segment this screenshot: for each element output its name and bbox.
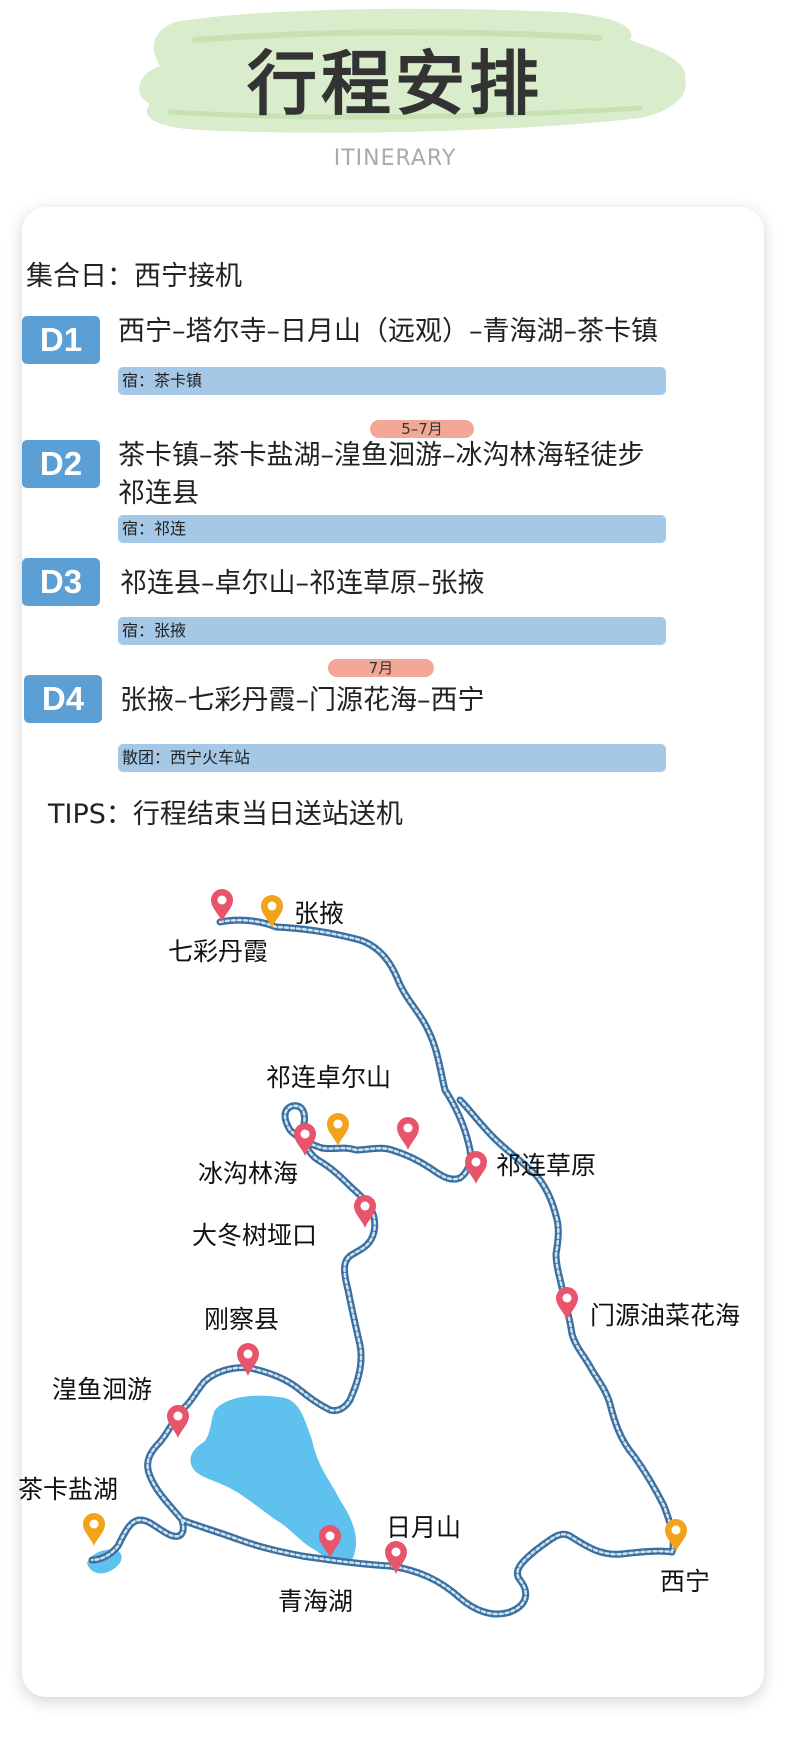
season-pill-d2: 5–7月 — [370, 420, 474, 438]
day-route-d2-line2: 祁连县 — [118, 478, 199, 509]
map-pin-xining — [665, 1519, 687, 1552]
map-pin-qilian-grassland — [465, 1151, 487, 1184]
route-line-inner — [90, 918, 675, 1616]
gather-day-text: 集合日：西宁接机 — [26, 261, 242, 292]
itinerary-card — [22, 207, 764, 1697]
day-route-d4: 张掖–七彩丹霞–门源花海–西宁 — [120, 685, 485, 716]
map-pin-chaka — [83, 1513, 105, 1546]
qinghai-lake-shape — [190, 1395, 357, 1563]
map-pin-menyuan — [556, 1287, 578, 1320]
stay-bar-d4: 散团：西宁火车站 — [118, 744, 666, 772]
stay-bar-d1: 宿：茶卡镇 — [118, 367, 666, 395]
map-label-huangyu: 湟鱼洄游 — [52, 1375, 152, 1404]
page-subtitle: ITINERARY — [333, 146, 457, 171]
map-pin-danxia — [211, 889, 233, 922]
day-badge-d2: D2 — [22, 440, 100, 488]
route-map: 张掖 七彩丹霞 祁连卓尔山 冰沟林海 祁连草原 大冬树垭口 门源油菜花海 刚察县… — [18, 889, 740, 1618]
day-route-d1: 西宁–塔尔寺–日月山（远观）–青海湖–茶卡镇 — [118, 316, 658, 347]
map-label-dadongshu: 大冬树垭口 — [192, 1221, 317, 1250]
map-label-xining: 西宁 — [660, 1567, 710, 1596]
brush-stroke-decoration — [139, 8, 686, 133]
route-line — [88, 916, 677, 1618]
day-badge-d4: D4 — [24, 675, 102, 723]
map-label-danxia: 七彩丹霞 — [168, 937, 268, 966]
stay-bar-d2: 宿：祁连 — [118, 515, 666, 543]
header: 行程安排 ITINERARY — [0, 0, 790, 200]
map-label-qilian-grassland: 祁连草原 — [496, 1151, 596, 1180]
tips-text: TIPS：行程结束当日送站送机 — [48, 799, 403, 830]
day-badge-d1: D1 — [22, 316, 100, 364]
map-pin-zhuoershan-orange — [327, 1113, 349, 1146]
map-label-binggou: 冰沟林海 — [198, 1159, 298, 1188]
map-label-zhangye: 张掖 — [294, 899, 344, 928]
map-label-menyuan: 门源油菜花海 — [590, 1301, 740, 1330]
map-label-chaka: 茶卡盐湖 — [18, 1475, 118, 1504]
stay-bar-d3: 宿：张掖 — [118, 617, 666, 645]
day-route-d2: 茶卡镇–茶卡盐湖–湟鱼洄游–冰沟林海轻徒步 — [118, 440, 645, 471]
map-label-gangcha: 刚察县 — [204, 1305, 279, 1334]
map-label-riyueshan: 日月山 — [386, 1513, 461, 1542]
map-pin-zhuoershan-red — [397, 1117, 419, 1150]
page-title: 行程安排 — [247, 43, 543, 125]
day-badge-d3: D3 — [22, 558, 100, 606]
map-label-zhuoershan: 祁连卓尔山 — [266, 1063, 391, 1092]
day-route-d3: 祁连县–卓尔山–祁连草原–张掖 — [120, 568, 485, 599]
map-label-qinghaihu: 青海湖 — [278, 1587, 353, 1616]
season-pill-d4: 7月 — [328, 659, 434, 677]
